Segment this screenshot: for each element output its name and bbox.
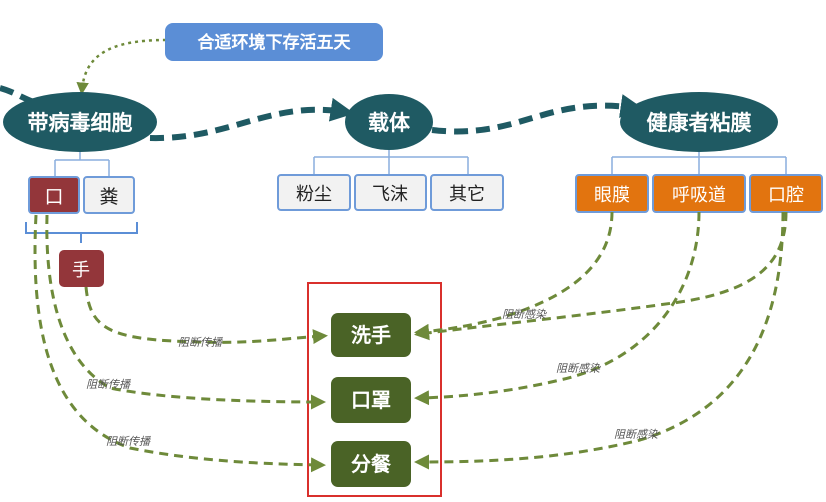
flow-arrow-carrier-to-target [431, 94, 645, 135]
node-source-label: 带病毒细胞 [28, 111, 133, 135]
callout-text: 合适环境下存活五天 [198, 32, 352, 53]
node-target[interactable]: 健康者粘膜 [620, 92, 778, 152]
carrier-child-droplet[interactable]: 飞沫 [354, 174, 427, 211]
source-connector [54, 152, 110, 177]
source-child-mouth[interactable]: 口 [28, 176, 80, 214]
target-child-oral-label: 口腔 [768, 185, 804, 206]
curve-respiratory-to-mask [414, 211, 701, 406]
measure-separate-meal-label: 分餐 [351, 452, 392, 476]
curve-oral-to-meal [414, 211, 785, 470]
source-child-feces[interactable]: 粪 [83, 176, 135, 214]
node-carrier[interactable]: 载体 [345, 94, 433, 150]
node-source[interactable]: 带病毒细胞 [3, 92, 157, 152]
source-child-mouth-label: 口 [44, 186, 63, 208]
flow-arrow-source-to-carrier [149, 97, 355, 142]
measure-separate-meal[interactable]: 分餐 [331, 441, 411, 487]
label-block-infection-1: 阻断感染 [502, 308, 547, 321]
source-child-hand-label: 手 [72, 260, 90, 281]
source-child-feces-label: 粪 [99, 186, 118, 208]
target-child-oral[interactable]: 口腔 [749, 174, 823, 213]
measure-handwash[interactable]: 洗手 [331, 313, 411, 357]
carrier-connector [313, 150, 469, 175]
callout-box[interactable]: 合适环境下存活五天 [165, 23, 383, 61]
flow-arrow-left [0, 85, 41, 107]
measure-handwash-label: 洗手 [351, 323, 391, 347]
curve-eye-to-handwash [414, 211, 614, 339]
curve-mouth-to-meal [33, 214, 326, 473]
measures-highlight-box [307, 282, 442, 497]
target-child-eye[interactable]: 眼膜 [575, 174, 649, 213]
source-children-bracket [25, 222, 138, 243]
node-target-label: 健康者粘膜 [647, 111, 752, 135]
curve-mouth-to-mask [45, 214, 326, 410]
target-child-eye-label: 眼膜 [594, 185, 630, 206]
target-connector [611, 152, 787, 175]
label-block-infection-3: 阻断感染 [614, 428, 659, 441]
source-child-hand[interactable]: 手 [59, 250, 104, 287]
measure-mask[interactable]: 口罩 [331, 377, 411, 423]
target-child-respiratory[interactable]: 呼吸道 [652, 174, 746, 213]
node-carrier-label: 载体 [368, 111, 411, 135]
carrier-child-droplet-label: 飞沫 [372, 184, 408, 205]
measure-mask-label: 口罩 [351, 388, 391, 412]
carrier-child-dust[interactable]: 粉尘 [277, 174, 351, 211]
label-block-transmission-1: 阻断传播 [178, 336, 224, 349]
carrier-child-dust-label: 粉尘 [296, 184, 332, 205]
carrier-child-other[interactable]: 其它 [430, 174, 504, 211]
curve-oral-to-handwash [414, 211, 788, 341]
target-child-respiratory-label: 呼吸道 [672, 185, 726, 206]
label-block-transmission-2: 阻断传播 [86, 378, 132, 391]
label-block-transmission-3: 阻断传播 [106, 435, 152, 448]
carrier-child-other-label: 其它 [449, 184, 485, 205]
label-block-infection-2: 阻断感染 [556, 362, 601, 375]
curve-hand-to-handwash [84, 286, 328, 345]
callout-arrow [76, 38, 167, 95]
